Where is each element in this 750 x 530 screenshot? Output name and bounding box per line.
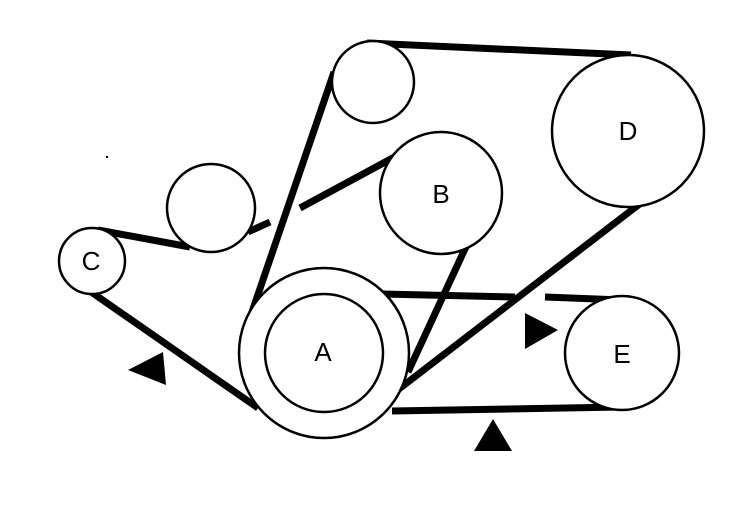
belt-idler-top-to-d [366,39,632,59]
idler-pulley-left [165,162,257,254]
pulley-d: D [550,53,706,209]
belt-c-to-a [82,284,260,411]
belt-b-to-a [404,236,474,374]
arrow-middle-icon [525,313,558,349]
pulley-b-circle [378,130,504,256]
pulleys: A B C D E [57,39,706,440]
idler-pulley-top-circle [330,39,416,125]
pulley-c-label: C [82,246,101,276]
pulley-c-circle [57,226,127,296]
idler-pulley-top [330,39,416,125]
arrow-bottom-icon [474,419,512,451]
direction-arrows [128,313,558,451]
stray-dot [105,155,109,159]
belt-segments [82,39,653,415]
belt-a-to-e-bottom [391,403,623,415]
belt-a-to-e-top-left [381,290,516,301]
pulley-e-circle [563,294,681,412]
belt-c-to-idler-left [97,226,191,251]
pulley-b: B [378,130,504,256]
pulley-a-label: A [314,337,332,367]
pulley-a-inner [263,292,385,414]
belt-idler-left-to-b-upper [298,150,402,212]
pulley-c: C [57,226,127,296]
idler-pulley-left-circle [165,162,257,254]
pulley-e: E [563,294,681,412]
pulley-e-label: E [613,339,630,369]
belt-idler-top-to-a [248,70,338,314]
pulley-a: A [237,266,411,440]
pulley-b-label: B [432,179,449,209]
belt-idler-left-to-b-lower [246,218,272,236]
belt-d-to-a [392,193,653,395]
arrow-left-icon [128,352,166,385]
pulley-d-label: D [619,116,638,146]
pulley-d-circle [550,53,706,209]
